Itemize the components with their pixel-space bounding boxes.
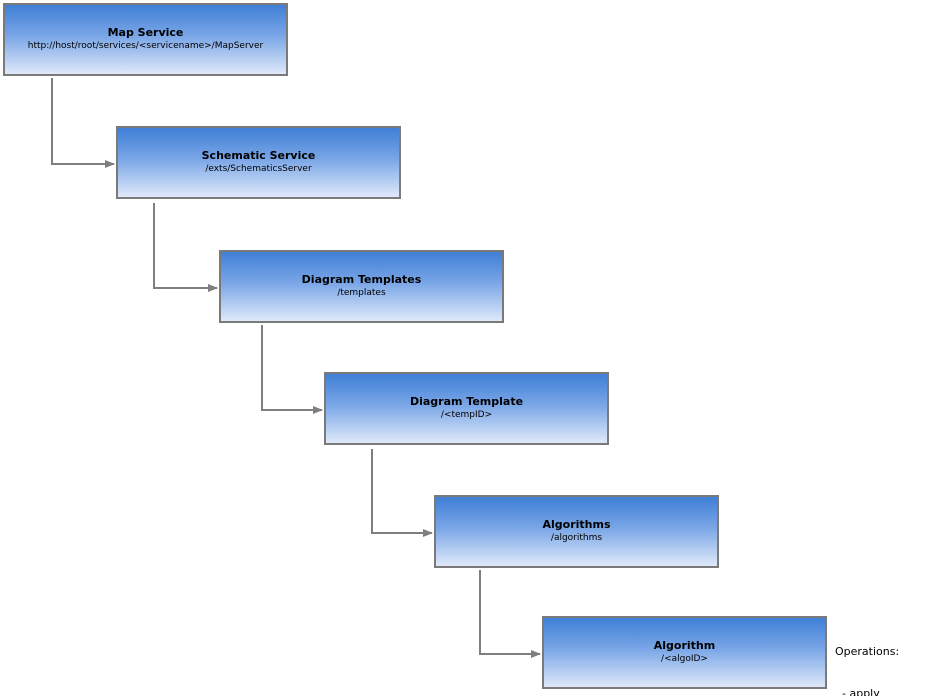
operations-item: - apply xyxy=(835,687,899,696)
node-title: Algorithm xyxy=(653,639,716,652)
node-title: Algorithms xyxy=(542,518,611,531)
node-path: /<tempID> xyxy=(440,410,493,420)
connector-algorithms-to-algorithm xyxy=(479,570,541,658)
node-title: Schematic Service xyxy=(201,149,316,162)
connector-template-to-algorithms xyxy=(371,449,433,537)
connector-map-to-schematic xyxy=(51,78,115,168)
node-path: /<algoID> xyxy=(661,654,708,664)
operations-heading: Operations: xyxy=(835,645,900,658)
algorithm-node[interactable]: Algorithm /<algoID> xyxy=(542,616,827,689)
node-path: http://host/root/services/<servicename>/… xyxy=(27,41,264,51)
schematic-service-node[interactable]: Schematic Service /exts/SchematicsServer xyxy=(116,126,401,199)
diagram-template-node[interactable]: Diagram Template /<tempID> xyxy=(324,372,609,445)
node-title: Diagram Template xyxy=(409,395,524,408)
operations-note: Operations: - apply xyxy=(835,617,899,696)
connector-schematic-to-templates xyxy=(153,203,218,292)
node-title: Map Service xyxy=(107,26,184,39)
diagram-templates-node[interactable]: Diagram Templates /templates xyxy=(219,250,504,323)
algorithms-node[interactable]: Algorithms /algorithms xyxy=(434,495,719,568)
node-title: Diagram Templates xyxy=(301,273,422,286)
connector-templates-to-template xyxy=(261,325,323,414)
node-path: /templates xyxy=(337,288,386,298)
node-path: /exts/SchematicsServer xyxy=(205,164,312,174)
operation-apply-label: apply xyxy=(849,687,880,696)
node-path: /algorithms xyxy=(550,533,603,543)
map-service-node[interactable]: Map Service http://host/root/services/<s… xyxy=(3,3,288,76)
